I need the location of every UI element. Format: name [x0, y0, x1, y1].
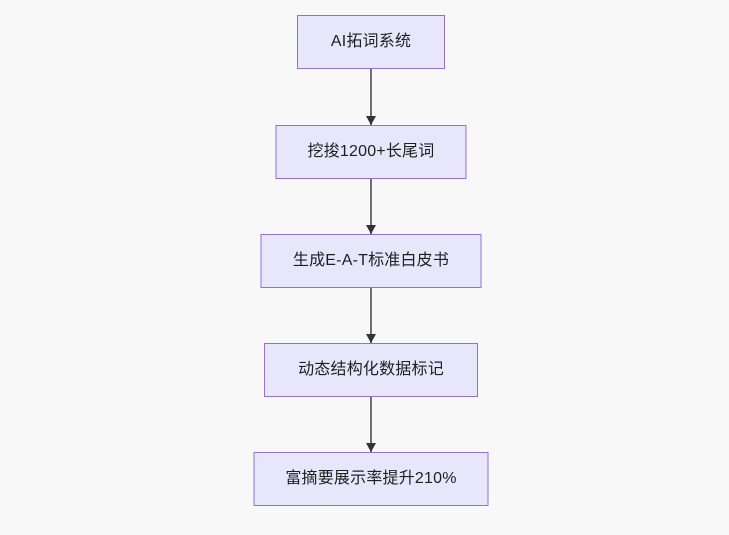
connector-line — [370, 69, 372, 125]
flow-node[interactable]: 挖捘1200+长尾词 — [275, 125, 467, 179]
flow-node[interactable]: 动态结构化数据标记 — [264, 343, 478, 397]
arrowhead-icon — [366, 116, 376, 125]
arrowhead-icon — [366, 334, 376, 343]
flow-connector — [365, 288, 377, 343]
flow-node-label: 富摘要展示率提升210% — [285, 470, 457, 487]
arrowhead-icon — [366, 443, 376, 452]
flow-node-label: 挖捘1200+长尾词 — [307, 143, 435, 160]
flow-node[interactable]: 富摘要展示率提升210% — [253, 452, 489, 506]
flow-node[interactable]: 生成E-A-T标准白皮书 — [260, 234, 482, 288]
connector-line — [370, 179, 372, 234]
flow-node-label: AI拓词系统 — [330, 33, 412, 50]
connector-line — [370, 397, 372, 452]
flow-connector — [365, 179, 377, 234]
flow-node-label: 动态结构化数据标记 — [298, 361, 444, 378]
flow-node-label: 生成E-A-T标准白皮书 — [292, 252, 450, 269]
arrowhead-icon — [366, 225, 376, 234]
flow-connector — [365, 397, 377, 452]
connector-line — [370, 288, 372, 343]
flow-connector — [365, 69, 377, 125]
flow-node[interactable]: AI拓词系统 — [297, 15, 445, 69]
